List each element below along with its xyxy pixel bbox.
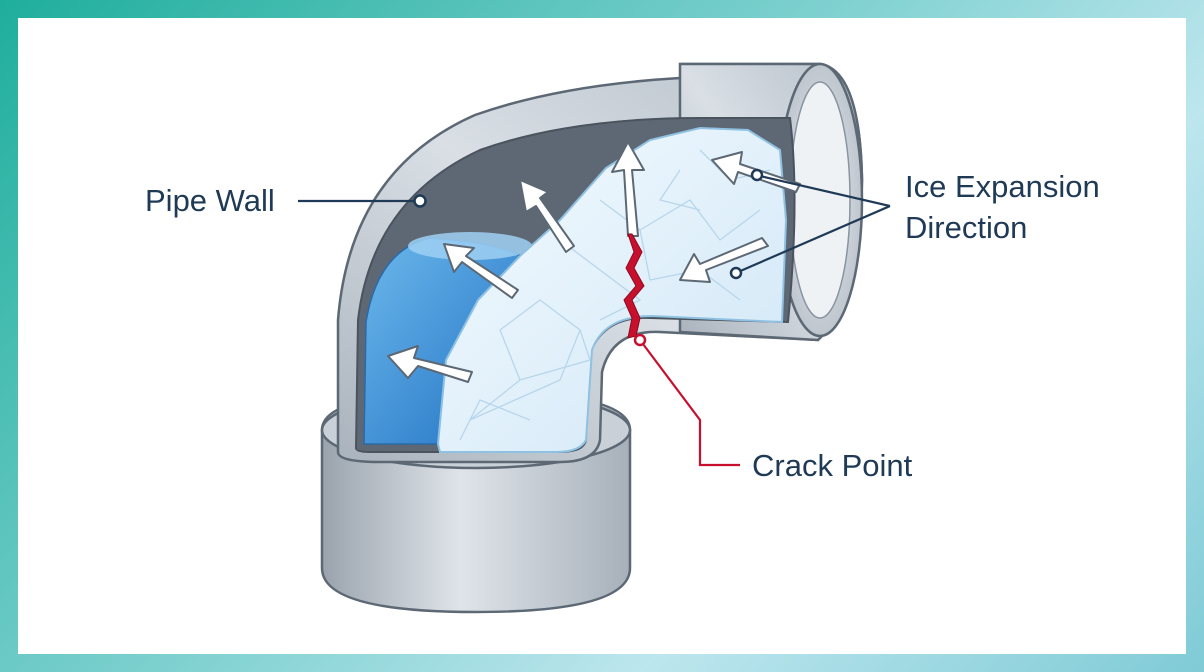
- ice-expansion-dot-lower: [729, 266, 743, 280]
- arrow-icon: [611, 141, 645, 237]
- ice-expansion-leader-lower: [737, 204, 891, 274]
- leader-lines: [298, 168, 891, 467]
- water-surface: [408, 232, 532, 260]
- label-ice-expansion-line1: Ice Expansion: [905, 169, 1100, 204]
- crack-point-dot: [633, 333, 647, 347]
- arrow-icon: [519, 179, 575, 253]
- ice-mass: [436, 126, 788, 453]
- crack-point-leader: [639, 339, 740, 467]
- label-pipe-wall: Pipe Wall: [145, 183, 275, 218]
- ice-expansion-leader-upper: [759, 174, 891, 208]
- pipe-wall-dot: [413, 194, 427, 208]
- label-crack-point: Crack Point: [752, 448, 913, 483]
- arrow-icon: [679, 237, 769, 283]
- arrow-icon: [443, 243, 519, 299]
- label-ice-expansion-line2: Direction: [905, 210, 1028, 245]
- ice-expansion-dot-upper: [750, 168, 764, 182]
- arrow-icon: [387, 345, 473, 383]
